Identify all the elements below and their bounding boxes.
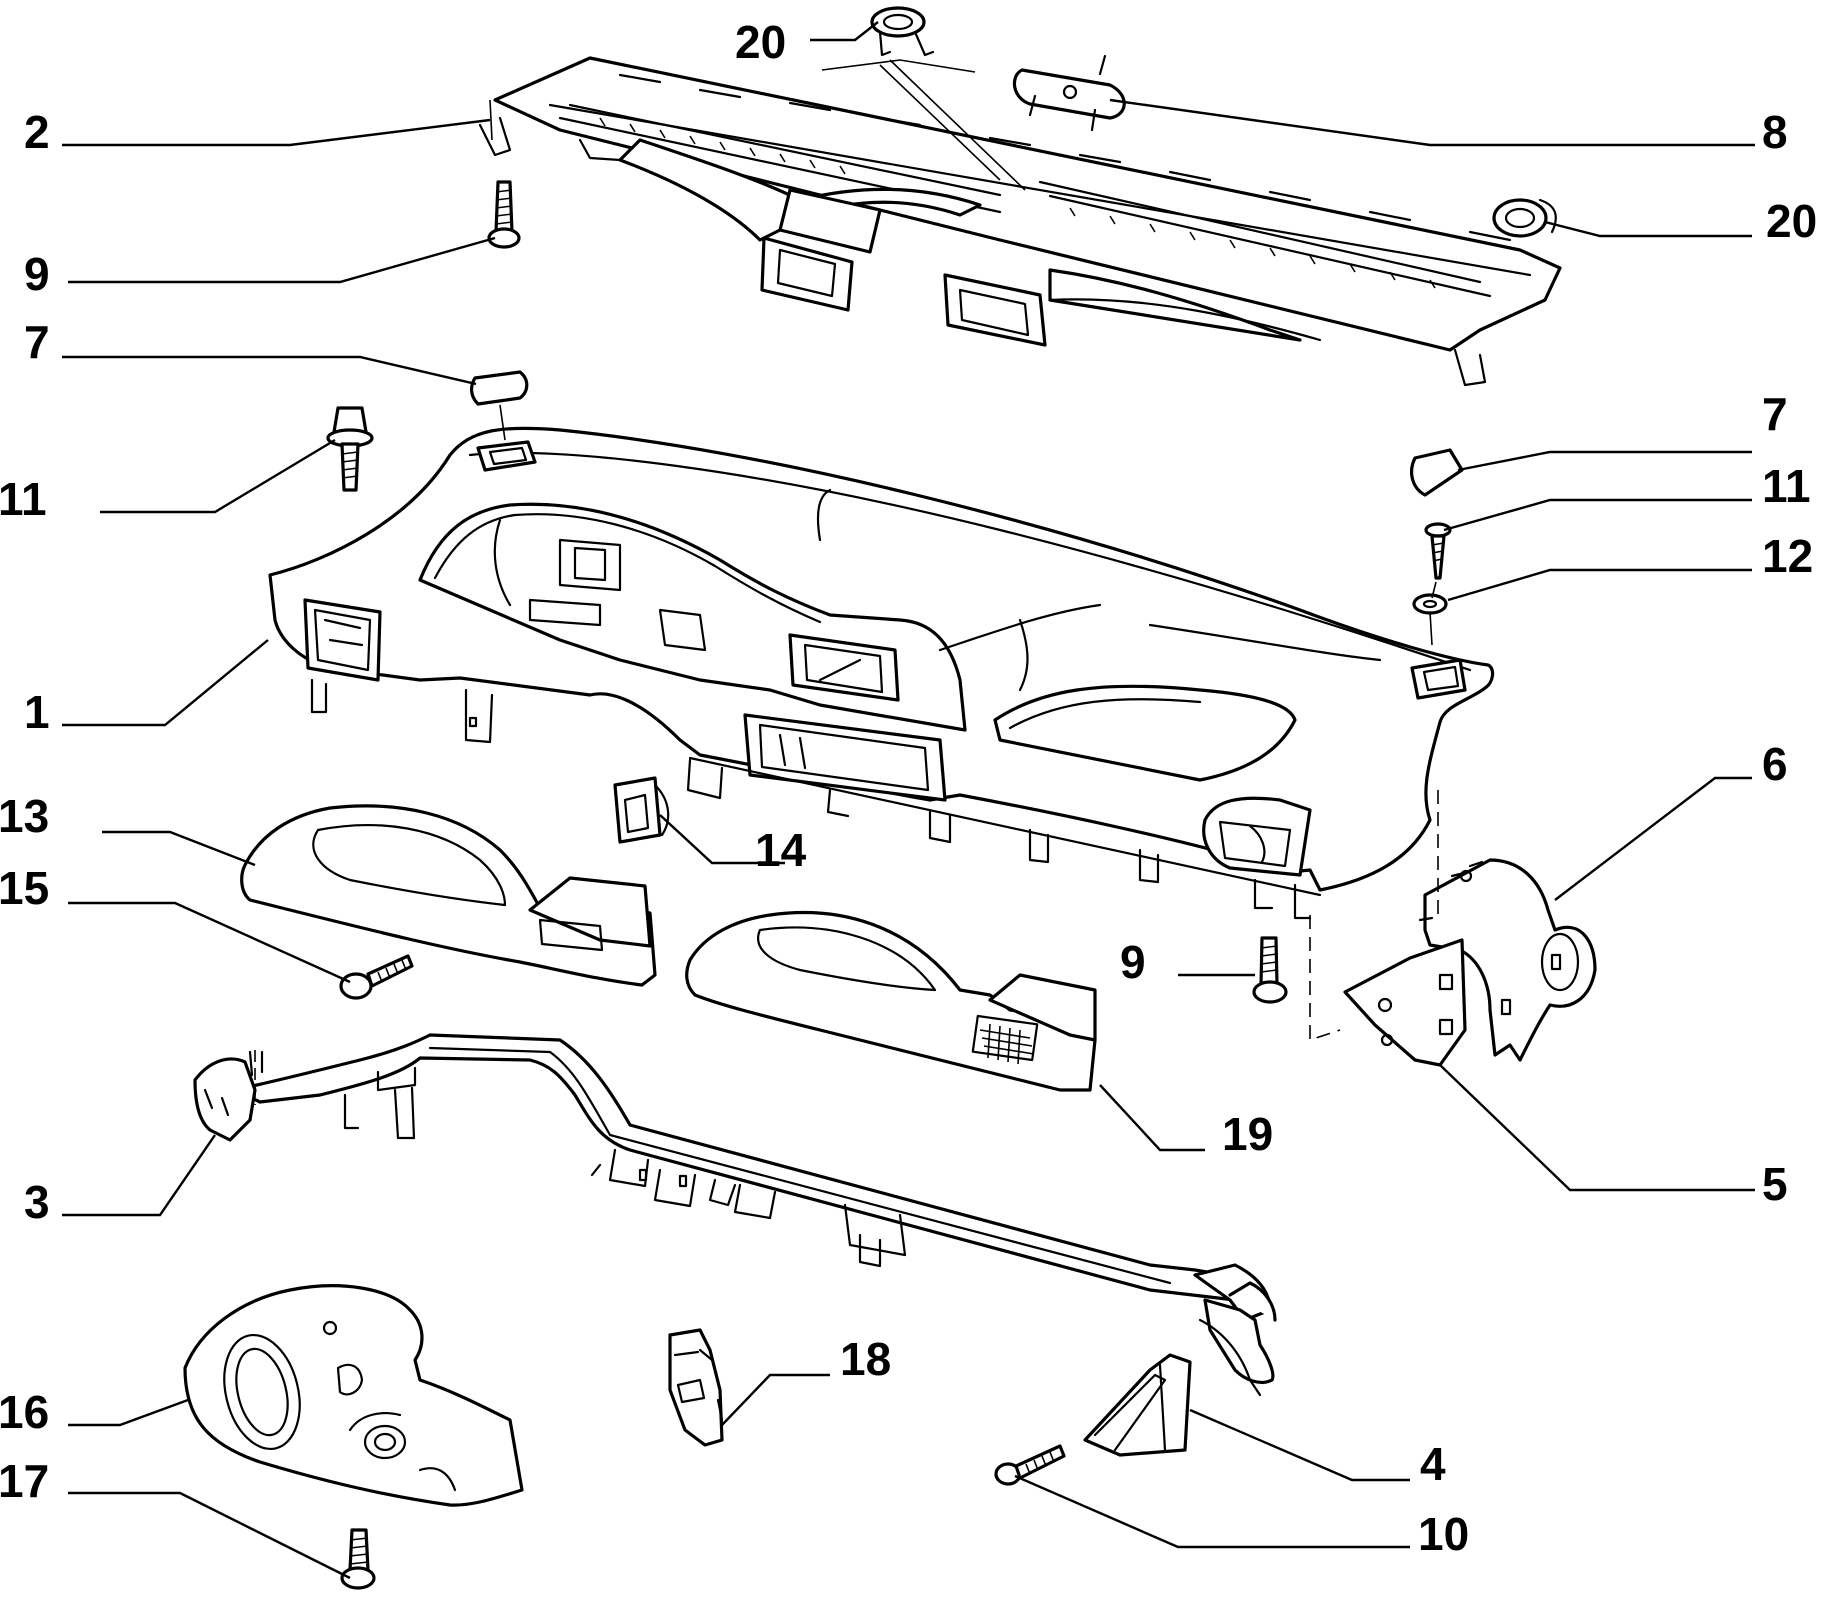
part-screw-10 bbox=[994, 1444, 1066, 1486]
part-bracket-5 bbox=[1343, 938, 1467, 1067]
part-cap-right bbox=[1410, 448, 1464, 497]
part-column-cover bbox=[183, 1284, 524, 1507]
callout-20-right: 20 bbox=[1766, 195, 1817, 247]
part-screw-9-top bbox=[487, 180, 521, 249]
callout-7-right: 7 bbox=[1762, 388, 1788, 440]
part-screw-11-right bbox=[1424, 522, 1452, 580]
callout-9-lower: 9 bbox=[1120, 936, 1146, 988]
callout-16: 16 bbox=[0, 1386, 49, 1438]
part-screw-11-top bbox=[326, 406, 374, 492]
callout-3: 3 bbox=[24, 1176, 50, 1228]
callout-9-top: 9 bbox=[24, 248, 50, 300]
callout-7-left: 7 bbox=[24, 316, 50, 368]
callout-5: 5 bbox=[1762, 1158, 1788, 1210]
callout-19: 19 bbox=[1222, 1108, 1273, 1160]
part-instrument-bezel bbox=[240, 804, 657, 987]
callout-17: 17 bbox=[0, 1455, 49, 1507]
callout-12: 12 bbox=[1762, 530, 1813, 582]
part-cross-beam bbox=[193, 1033, 1277, 1384]
part-grommet-top bbox=[870, 6, 935, 57]
callout-20-top: 20 bbox=[735, 16, 786, 68]
part-clip-14 bbox=[613, 776, 670, 844]
part-defroster-duct bbox=[478, 56, 1562, 387]
part-bracket-4 bbox=[1083, 1318, 1262, 1457]
part-bracket-6 bbox=[1418, 858, 1597, 1062]
part-cap-left bbox=[470, 370, 529, 406]
callout-6: 6 bbox=[1762, 738, 1788, 790]
callout-11-right: 11 bbox=[1762, 460, 1811, 512]
part-screw-17 bbox=[340, 1528, 376, 1590]
assembly-lines bbox=[254, 59, 1439, 1105]
part-clip-18 bbox=[668, 1328, 724, 1447]
callout-1: 1 bbox=[24, 686, 50, 738]
callout-8: 8 bbox=[1762, 106, 1788, 158]
part-washer bbox=[1412, 593, 1448, 615]
callout-10: 10 bbox=[1418, 1508, 1469, 1560]
callout-18: 18 bbox=[840, 1333, 891, 1385]
callout-2: 2 bbox=[24, 106, 50, 158]
callout-15: 15 bbox=[0, 862, 49, 914]
callout-labels: 20 2 8 9 20 7 7 11 11 12 1 6 13 14 15 9 … bbox=[0, 16, 1817, 1560]
part-clip bbox=[1012, 54, 1126, 132]
part-grommet-right bbox=[1492, 198, 1557, 238]
callout-11-left: 11 bbox=[0, 473, 47, 525]
part-center-bezel bbox=[685, 911, 1097, 1092]
part-screw-15 bbox=[339, 954, 414, 1000]
callout-13: 13 bbox=[0, 790, 49, 842]
leader-lines bbox=[62, 21, 1755, 1580]
part-screw-9-lower bbox=[1252, 936, 1288, 1004]
callout-14: 14 bbox=[755, 824, 807, 876]
callout-4: 4 bbox=[1420, 1438, 1446, 1490]
part-dashboard-panel bbox=[268, 426, 1495, 920]
